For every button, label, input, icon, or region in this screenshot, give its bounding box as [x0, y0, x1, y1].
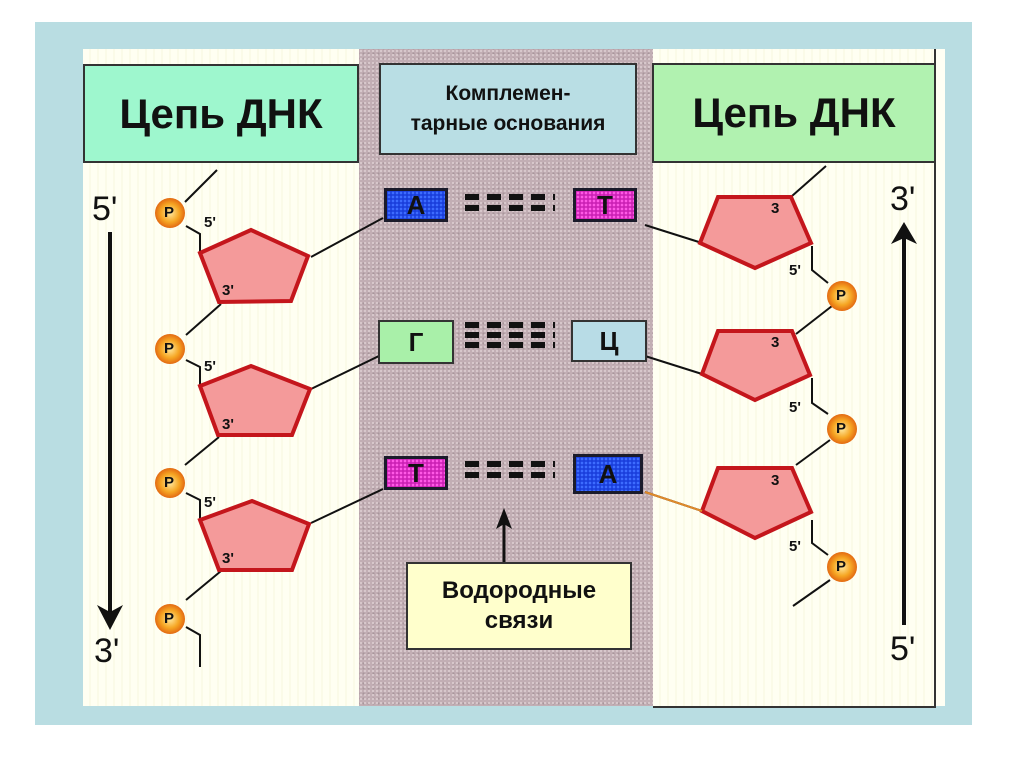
left-sugar-1-c5-label: 5': [204, 214, 216, 231]
complementary-title-line1: Комплемен-: [445, 82, 571, 105]
left-sugar-3: [197, 498, 312, 572]
left-phosphate-2: [155, 334, 185, 364]
left-strand-bottom-end-label: 3': [94, 632, 120, 670]
hydrogen-bond-line: [465, 322, 555, 328]
left-sugar-3-c3-label: 3': [222, 550, 234, 567]
base-left-3: Т: [384, 456, 448, 490]
hydrogen-bond-line: [465, 332, 555, 338]
left-phosphate-3-label: P: [164, 474, 175, 491]
hydrogen-bond-line: [465, 472, 555, 478]
hydrogen-bonds-1: [465, 189, 555, 216]
complementary-bases-title: Комплемен- тарные основания: [379, 63, 637, 155]
left-strand-top-end-label: 5': [92, 190, 118, 228]
base-right-3: А: [573, 454, 643, 494]
right-sugar-1-c5-label: 5': [789, 262, 801, 279]
left-phosphate-2-label: P: [164, 340, 175, 357]
right-strand-bottom-end-label: 5': [890, 630, 916, 668]
left-phosphate-4-label: P: [164, 610, 175, 627]
hydrogen-bond-line: [465, 342, 555, 348]
left-backbone-lines: [184, 169, 384, 667]
base-left-2: Г: [378, 320, 454, 364]
right-strand-top-end-label: 3': [890, 180, 916, 218]
base-right-1: Т: [573, 188, 637, 222]
right-sugar-1: [697, 195, 814, 271]
left-phosphate-1: [155, 198, 185, 228]
left-strand-title: Цепь ДНК: [83, 64, 359, 163]
right-phosphate-2: [827, 414, 857, 444]
right-sugar-3-c5-label: 5': [789, 538, 801, 555]
right-sugar-3-c3-label: 3: [771, 472, 780, 489]
hydrogen-bonds-2: [465, 318, 555, 352]
complementary-title-line2: тарные основания: [410, 112, 606, 135]
hydrogen-bonds-label-line1: Водородные: [441, 577, 597, 604]
left-phosphate-4: [155, 604, 185, 634]
left-sugar-2: [197, 363, 313, 437]
right-sugar-1-c3-label: 3: [771, 200, 780, 217]
right-phosphate-2-label: P: [836, 420, 847, 437]
left-sugar-2-c5-label: 5': [204, 358, 216, 375]
right-phosphate-1: [827, 281, 857, 311]
hydrogen-bonds-label: Водородные связи: [406, 562, 632, 650]
left-sugar-3-c5-label: 5': [204, 494, 216, 511]
right-sugar-2-c3-label: 3: [771, 334, 780, 351]
left-phosphate-3: [155, 468, 185, 498]
left-direction-arrow: [97, 232, 123, 630]
left-sugar-2-c3-label: 3': [222, 416, 234, 433]
hydrogen-bonds-label-line2: связи: [484, 607, 554, 634]
right-phosphate-3: [827, 552, 857, 582]
right-strand-title: Цепь ДНК: [652, 63, 936, 163]
right-sugar-3: [699, 466, 814, 541]
left-phosphate-1-label: P: [164, 204, 175, 221]
right-phosphate-3-label: P: [836, 558, 847, 575]
hydrogen-bonds-3: [465, 456, 555, 483]
right-phosphate-1-label: P: [836, 287, 847, 304]
left-sugar-1: [197, 227, 311, 305]
hydrogen-bond-line: [465, 194, 555, 200]
base-left-1: А: [384, 188, 448, 222]
hydrogen-bond-line: [465, 461, 555, 467]
hydrogen-bond-line: [465, 205, 555, 211]
right-direction-arrow: [891, 222, 917, 625]
base-right-2: Ц: [571, 320, 647, 362]
left-sugar-1-c3-label: 3': [222, 282, 234, 299]
right-backbone-lines: [644, 165, 833, 607]
right-sugar-2-c5-label: 5': [789, 399, 801, 416]
right-sugar-2: [699, 329, 813, 403]
